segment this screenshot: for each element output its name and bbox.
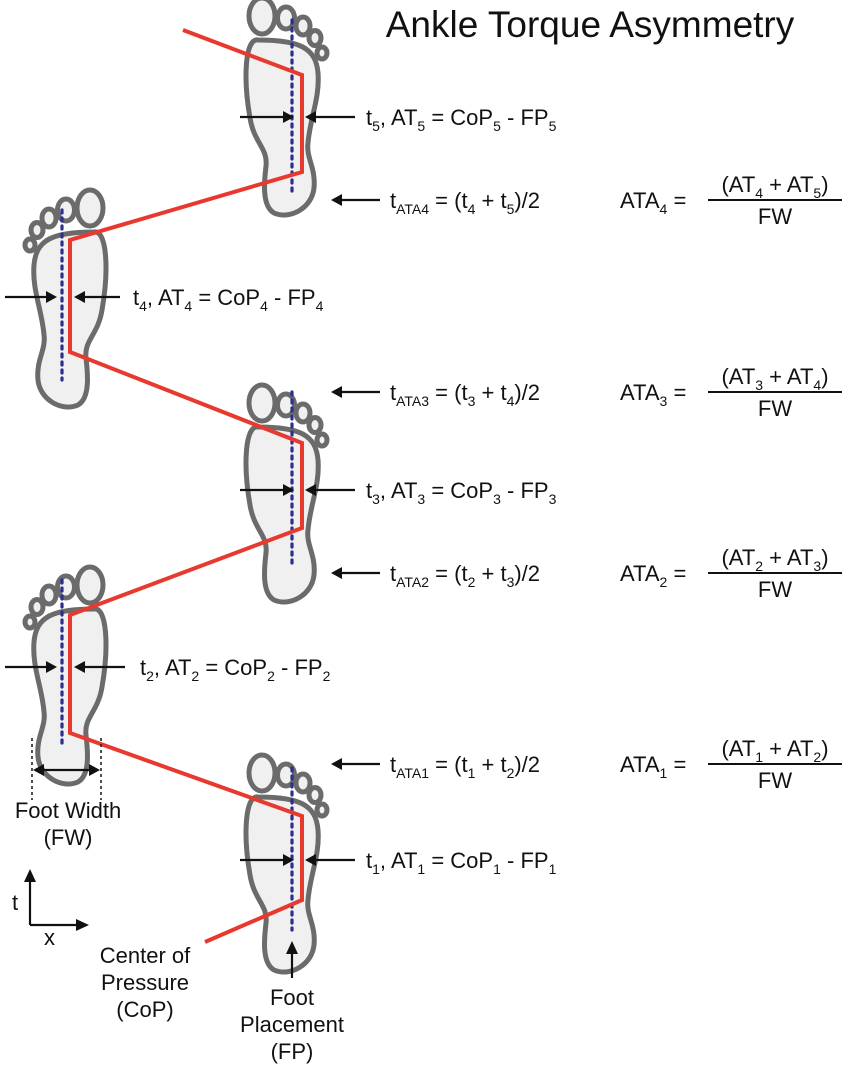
fp-label-line1: Foot	[270, 985, 314, 1010]
ata-row-4: tATA4 = (t4 + t5)/2 ATA4 = (AT4 + AT5) F…	[331, 172, 842, 229]
axis-t-label: t	[12, 890, 18, 915]
torque-arrows-1	[240, 854, 355, 866]
cop-label-line2: Pressure	[101, 970, 189, 995]
foot-5	[246, 0, 327, 215]
foot-2	[25, 567, 106, 784]
center-of-pressure-line	[68, 28, 304, 944]
foot-4	[25, 190, 106, 407]
ata-label-3: ATA3 =	[620, 380, 686, 409]
foot-width-label: Foot Width	[15, 798, 121, 823]
ata-numerator-3: (AT3 + AT4)	[721, 364, 828, 393]
foot-equation-5: t5, AT5 = CoP5 - FP5	[366, 105, 557, 134]
ata-denominator-1: FW	[758, 768, 792, 793]
axis-x-label: x	[44, 925, 55, 950]
ata-time-1: tATA1 = (t1 + t2)/2	[390, 752, 540, 781]
ata-label-2: ATA2 =	[620, 561, 686, 590]
ata-numerator-1: (AT1 + AT2)	[721, 736, 828, 765]
ata-denominator-2: FW	[758, 577, 792, 602]
torque-arrows-5	[240, 111, 355, 123]
torque-arrows-2	[5, 661, 125, 673]
ata-denominator-4: FW	[758, 204, 792, 229]
fp-label-line3: (FP)	[271, 1039, 314, 1064]
ata-label-4: ATA4 =	[620, 188, 686, 217]
ata-row-1: tATA1 = (t1 + t2)/2 ATA1 = (AT1 + AT2) F…	[331, 736, 842, 793]
ata-time-4: tATA4 = (t4 + t5)/2	[390, 188, 540, 217]
foot-equation-4: t4, AT4 = CoP4 - FP4	[133, 285, 324, 314]
ata-numerator-4: (AT4 + AT5)	[721, 172, 828, 201]
fp-pointer-arrow	[286, 941, 298, 978]
diagram-title: Ankle Torque Asymmetry	[386, 4, 795, 45]
ata-time-3: tATA3 = (t3 + t4)/2	[390, 380, 540, 409]
ata-denominator-3: FW	[758, 396, 792, 421]
foot-equation-1: t1, AT1 = CoP1 - FP1	[366, 848, 557, 877]
torque-arrows-3	[240, 484, 355, 496]
ata-row-2: tATA2 = (t2 + t3)/2 ATA2 = (AT2 + AT3) F…	[331, 545, 842, 602]
ata-numerator-2: (AT2 + AT3)	[721, 545, 828, 574]
ata-label-1: ATA1 =	[620, 752, 686, 781]
axes-indicator	[24, 869, 89, 931]
foot-width-abbrev: (FW)	[44, 825, 93, 850]
fp-label-line2: Placement	[240, 1012, 344, 1037]
foot-equation-3: t3, AT3 = CoP3 - FP3	[366, 478, 557, 507]
foot-equation-2: t2, AT2 = CoP2 - FP2	[140, 655, 331, 684]
ata-time-2: tATA2 = (t2 + t3)/2	[390, 561, 540, 590]
foot-width-indicator	[31, 738, 102, 800]
cop-label-line1: Center of	[100, 943, 191, 968]
torque-arrows-4	[5, 291, 120, 303]
cop-label-line3: (CoP)	[116, 997, 173, 1022]
ata-row-3: tATA3 = (t3 + t4)/2 ATA3 = (AT3 + AT4) F…	[331, 364, 842, 421]
